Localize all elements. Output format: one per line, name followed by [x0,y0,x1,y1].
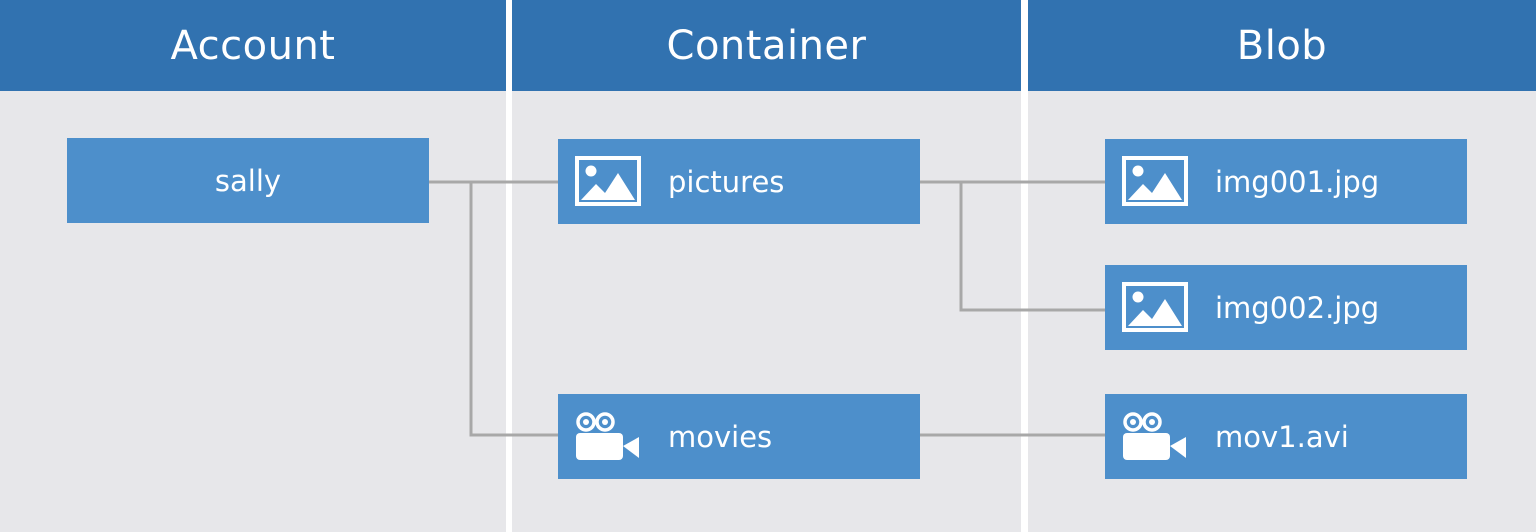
blob-node-mov1[interactable]: mov1.avi [1105,394,1467,479]
blob-node-label: img002.jpg [1215,290,1380,325]
container-node-pictures[interactable]: pictures [558,139,920,224]
blob-node-img002[interactable]: img002.jpg [1105,265,1467,350]
account-column-header: Account [0,0,506,91]
blob-column-title: Blob [1236,22,1328,69]
container-node-label: pictures [668,164,785,199]
video-camera-icon [1123,412,1186,460]
account-column-title: Account [170,22,336,69]
image-icon [1122,282,1188,332]
image-icon [575,156,641,206]
blob-column-header: Blob [1028,0,1536,91]
account-node-sally[interactable]: sally [67,138,429,223]
blob-node-label: img001.jpg [1215,164,1380,199]
account-column: Account [0,0,506,532]
container-node-label: movies [668,419,773,454]
video-camera-icon [576,412,639,460]
container-node-movies[interactable]: movies [558,394,920,479]
blob-node-label: mov1.avi [1215,419,1349,454]
container-column-title: Container [666,22,867,69]
account-node-label: sally [214,163,282,198]
image-icon [1122,156,1188,206]
container-column-header: Container [512,0,1021,91]
blob-node-img001[interactable]: img001.jpg [1105,139,1467,224]
